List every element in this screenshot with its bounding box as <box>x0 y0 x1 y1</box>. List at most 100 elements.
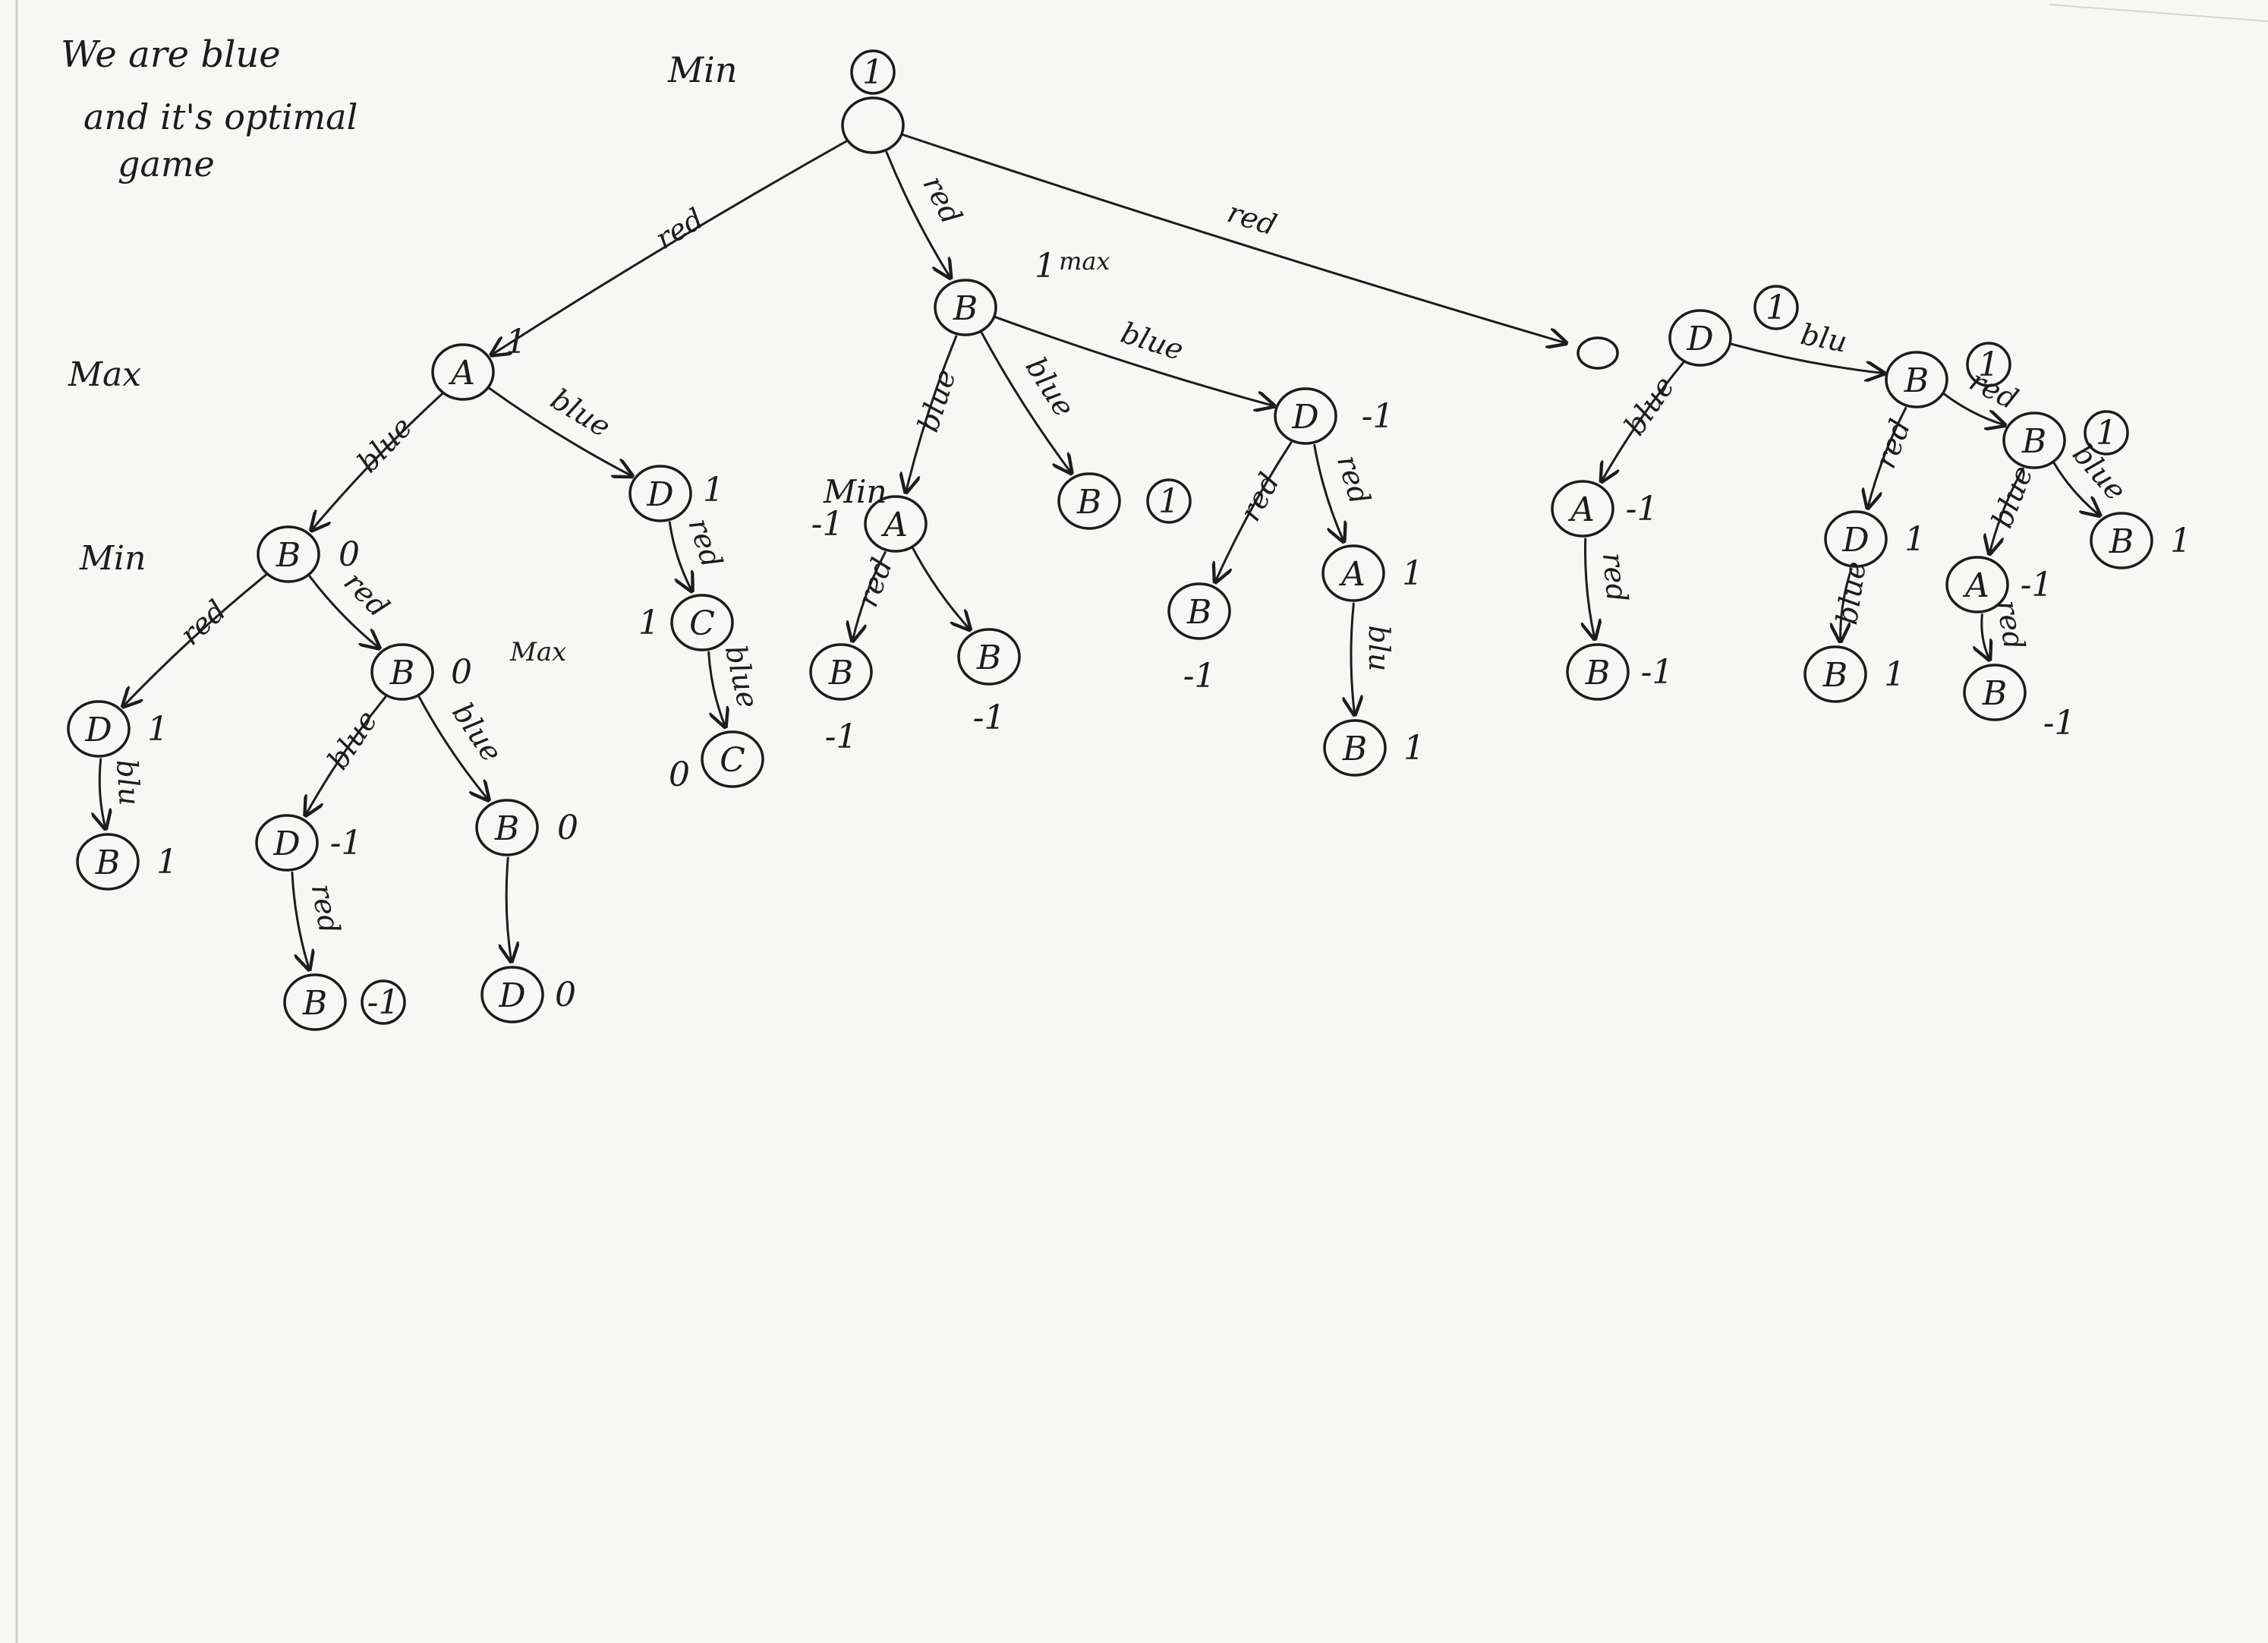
node-value-B14: 1 <box>1884 655 1905 694</box>
edge-label-B13-D7: red <box>1868 415 1917 472</box>
node-label-D5: D <box>498 976 525 1015</box>
node-value-B12: -1 <box>1641 653 1674 692</box>
node-value-D2: 1 <box>703 471 724 509</box>
node-value-D7: 1 <box>1904 520 1926 559</box>
edge-label-root-u1: red <box>1224 195 1280 241</box>
node-B6: B-1 <box>283 973 406 1031</box>
edge-B1-A2 <box>906 335 958 492</box>
edge-B13-B15 <box>1942 392 2005 424</box>
edge-label-D6-B10: red <box>1233 467 1287 526</box>
node-label-B15: B <box>2021 422 2046 461</box>
node-value-A2: -1 <box>811 505 844 544</box>
edge-root-A1 <box>492 140 849 355</box>
node-label-B7: B <box>828 654 853 692</box>
node-value-D1: 1 <box>1766 289 1787 327</box>
edge-B4-D4 <box>306 695 387 815</box>
node-B10: B-1 <box>1167 582 1231 695</box>
node-value-B13: 1 <box>1978 345 1999 384</box>
node-label-B17: B <box>1982 674 2007 713</box>
node-C1: C1 <box>638 594 734 651</box>
node-A4: A-1 <box>1551 480 1658 538</box>
edge-label-A1-D2: blue <box>545 382 616 443</box>
level-label-2: Min <box>79 539 146 578</box>
node-label-D3: D <box>84 711 112 749</box>
node-D1: D1 <box>1668 285 1799 367</box>
node-circle-D4 <box>255 814 319 872</box>
level-label-B1: max <box>1059 247 1110 276</box>
node-circle-B3 <box>76 833 140 891</box>
node-root: 1 <box>841 49 905 154</box>
node-circle-B9 <box>1057 472 1121 530</box>
node-circle-B11 <box>1323 719 1387 777</box>
edge-B13-D7 <box>1868 406 1907 508</box>
node-D4: D -1 <box>255 814 363 872</box>
edge-label-A3-B11: blu <box>1362 625 1397 671</box>
node-value-B10: -1 <box>1183 657 1216 695</box>
level-label-B4: Max <box>509 637 566 667</box>
edge-A4-B12 <box>1585 538 1594 639</box>
node-circle-B2 <box>257 525 320 583</box>
edge-label-B15-A5: blue <box>1985 461 2040 532</box>
node-circle-B17 <box>1963 664 2027 721</box>
node-label-B4: B <box>389 654 414 692</box>
node-label-B12: B <box>1585 654 1610 692</box>
node-A2: A -1 <box>811 495 928 553</box>
value-circle-root <box>850 49 896 95</box>
node-value-A3: 1 <box>1402 554 1423 593</box>
node-label-D4: D <box>272 825 300 863</box>
node-value-D4: -1 <box>330 824 363 862</box>
edge-root-u1 <box>900 133 1566 343</box>
node-circle-C2 <box>701 730 764 788</box>
edge-label-B1-A2: blue <box>911 365 962 436</box>
edge-label-D6-A3: red <box>1331 451 1377 508</box>
node-label-B6: B <box>302 984 327 1023</box>
edge-A1-B2 <box>311 393 443 530</box>
edge-label-D4-B6: red <box>305 881 347 936</box>
node-circle-B12 <box>1566 643 1630 701</box>
node-value-A4: -1 <box>1626 490 1658 528</box>
edge-A1-D2 <box>487 386 632 476</box>
edge-D2-C1 <box>668 521 691 591</box>
edge-label-C1-C2: blue <box>719 642 765 711</box>
node-circle-D7 <box>1824 510 1888 568</box>
node-C2: C0 <box>669 730 764 794</box>
edge-D4-B6 <box>291 871 309 969</box>
node-label-A3: A <box>1338 555 1366 594</box>
node-value-B2: 0 <box>339 535 360 574</box>
node-circle-A4 <box>1551 480 1614 538</box>
node-label-A2: A <box>880 506 908 544</box>
edge-label-root-B1: red <box>916 170 969 229</box>
notes-layer: We are blue and it's optimal game Min Ma… <box>61 33 1110 667</box>
node-value-D5: 0 <box>555 976 576 1014</box>
edge-D1-A4 <box>1602 361 1684 481</box>
node-value-B11: 1 <box>1403 729 1425 768</box>
edge-B15-B16 <box>2052 462 2099 516</box>
node-value-B15: 1 <box>2096 414 2117 453</box>
edge-label-A4-B12: red <box>1596 551 1634 604</box>
node-value-B7: -1 <box>825 717 858 756</box>
node-circle-B8 <box>957 628 1021 686</box>
node-D6: D-1 <box>1274 387 1394 445</box>
node-value-A1: 1 <box>506 323 527 361</box>
node-circle-D5 <box>480 966 544 1023</box>
node-circle-D6 <box>1274 387 1337 445</box>
node-value-B3: 1 <box>156 843 178 881</box>
value-circle-B9 <box>1146 478 1192 524</box>
node-label-B5: B <box>494 809 519 848</box>
note-line-1: We are blue <box>61 33 281 76</box>
edge-D6-A3 <box>1313 443 1344 541</box>
level-label-B1-child: Min <box>823 473 887 510</box>
node-B12: B -1 <box>1566 643 1674 701</box>
node-label-D7: D <box>1841 521 1869 560</box>
edge-B5-D5 <box>506 856 511 961</box>
node-circle-A5 <box>1945 556 2009 613</box>
node-value-C2: 0 <box>669 755 690 794</box>
